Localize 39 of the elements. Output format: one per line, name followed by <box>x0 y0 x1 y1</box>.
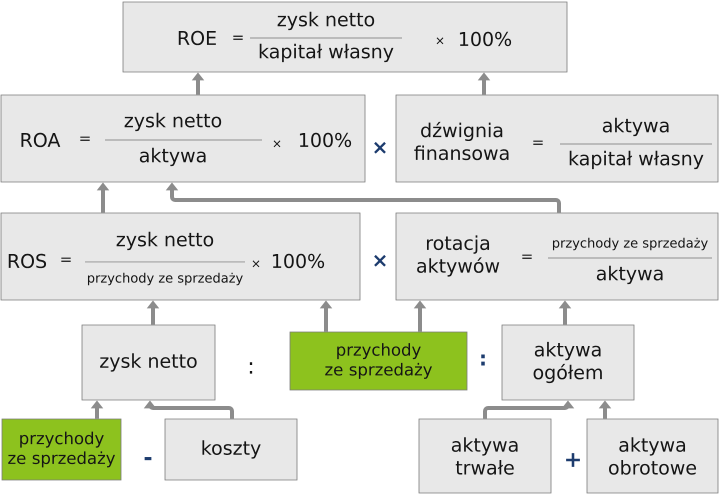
multiplication-sign: × <box>436 37 444 44</box>
term-box: aktywa trwałe <box>418 418 552 494</box>
metric-name: ROA <box>21 132 60 148</box>
equals-sign: = <box>80 136 90 141</box>
operator-sign: - <box>144 457 152 460</box>
operator-sign: × <box>374 142 386 154</box>
operator-sign: + <box>566 453 580 467</box>
term-box: przychody ze sprzedaży <box>2 418 122 480</box>
percent-factor: 100% <box>272 254 324 268</box>
denominator: aktywa <box>140 148 206 166</box>
operator-sign: : <box>481 354 485 366</box>
term-box: aktywa obrotowe <box>586 418 718 494</box>
operator-sign: : <box>250 362 252 374</box>
percent-factor: 100% <box>300 132 352 148</box>
denominator: aktywa <box>596 266 663 284</box>
term-box: zysk netto <box>82 324 216 400</box>
term-box: przychody ze sprzedaży <box>290 332 468 390</box>
denominator: przychody ze sprzedaży <box>88 272 243 286</box>
operator-sign: × <box>374 254 386 267</box>
ratio-name: dźwignia finansowa <box>414 122 508 160</box>
denominator: kapitał własny <box>570 150 704 170</box>
term-box: aktywa ogółem <box>502 324 634 400</box>
numerator: zysk netto <box>116 232 214 250</box>
denominator: kapitał własny <box>260 44 394 62</box>
metric-name: ROS <box>8 254 46 268</box>
numerator: zysk netto <box>124 112 222 132</box>
equals-sign: = <box>522 254 532 259</box>
ratio-name: rotacja aktywów <box>417 235 500 277</box>
equals-sign: = <box>61 258 71 262</box>
equals-sign: = <box>533 140 543 145</box>
term-box: koszty <box>164 418 298 480</box>
multiplication-sign: × <box>274 140 280 148</box>
numerator: aktywa <box>602 118 669 136</box>
percent-factor: 100% <box>460 32 512 46</box>
equals-sign: = <box>233 36 243 40</box>
numerator: przychody ze sprzedaży <box>552 238 708 250</box>
multiplication-sign: × <box>252 260 260 268</box>
numerator: zysk netto <box>278 12 374 30</box>
metric-name: ROE <box>178 30 216 46</box>
